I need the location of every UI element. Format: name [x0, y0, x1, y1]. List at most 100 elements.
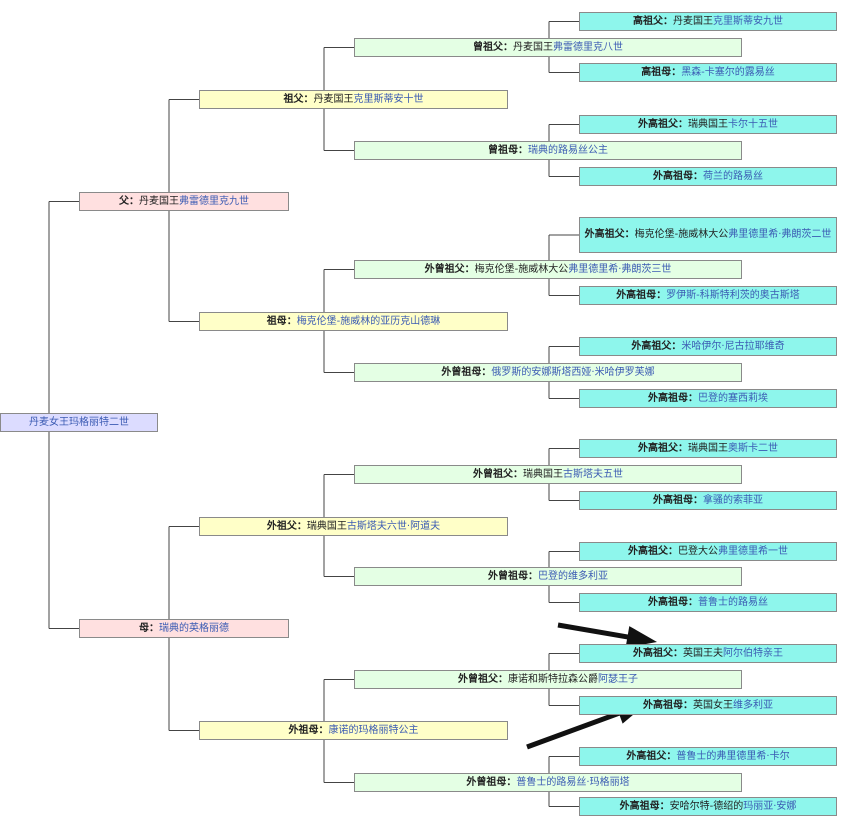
- person-name-link[interactable]: 阿尔伯特亲王: [723, 647, 783, 659]
- ancestor-box-g4-0: 高祖父：丹麦国王克里斯蒂安九世: [579, 12, 837, 31]
- person-title: 梅克伦堡-施威林大公: [474, 263, 569, 275]
- person-name-link[interactable]: 瑞典的英格丽德: [159, 622, 229, 634]
- person-text: 曾祖母：瑞典的路易丝公主: [488, 144, 608, 158]
- person-name-link[interactable]: 维多利亚: [733, 699, 773, 711]
- person-name-link[interactable]: 普鲁士的路易丝: [698, 596, 768, 608]
- person-title: 英国女王: [693, 699, 733, 711]
- relation-label: 高祖母: [641, 66, 672, 78]
- person-name-link[interactable]: 巴登的塞西莉埃: [698, 392, 768, 404]
- person-name-link[interactable]: 克里斯蒂安十世: [353, 93, 424, 105]
- relation-label: 外高祖父: [638, 118, 678, 130]
- label-separator: ：: [518, 144, 528, 156]
- ancestor-box-g2-1: 祖母：梅克伦堡-施威林的亚历克山德琳: [199, 312, 508, 331]
- label-separator: ：: [528, 570, 538, 582]
- relation-label: 外曾祖父: [473, 468, 513, 480]
- label-separator: ：: [503, 41, 513, 53]
- ancestor-box-g3-4: 外曾祖父：瑞典国王古斯塔夫五世: [354, 465, 742, 484]
- person-text: 外祖母：康诺的玛格丽特公主: [289, 724, 419, 738]
- person-title: 梅克伦堡-施威林大公: [634, 229, 729, 240]
- person-name-link[interactable]: 巴登的维多利亚: [538, 570, 608, 582]
- person-title: 丹麦国王: [313, 93, 354, 105]
- label-separator: ：: [683, 699, 693, 711]
- person-name-link[interactable]: 奥斯卡二世: [728, 442, 778, 454]
- person-title: 瑞典国王: [688, 442, 728, 454]
- label-separator: ：: [296, 520, 307, 532]
- person-name-link[interactable]: 荷兰的路易丝: [703, 170, 763, 182]
- person-name-link[interactable]: 罗伊斯-科斯特利茨的奥古斯塔: [666, 289, 800, 301]
- person-text: 外高祖母：普鲁士的路易丝: [648, 596, 768, 610]
- ancestor-box-g1-1: 母：瑞典的英格丽德: [79, 619, 289, 638]
- relation-label: 外曾祖父: [458, 673, 498, 685]
- relation-label: 外高祖父: [633, 647, 673, 659]
- person-title: 丹麦国王: [139, 195, 179, 207]
- relation-label: 祖母: [266, 315, 287, 327]
- label-separator: ：: [513, 468, 523, 480]
- label-separator: ：: [506, 776, 517, 788]
- person-name-link[interactable]: 古斯塔夫六世·阿道夫: [346, 520, 441, 532]
- label-separator: ：: [671, 340, 682, 352]
- person-name-link[interactable]: 弗里德里希一世: [718, 545, 788, 557]
- relation-label: 外曾祖母: [441, 366, 482, 378]
- person-text: 外曾祖父：梅克伦堡-施威林大公弗里德里希·弗朗茨三世: [425, 263, 672, 277]
- ancestor-box-g4-1: 高祖母：黑森-卡塞尔的露易丝: [579, 63, 837, 82]
- person-text: 外高祖母：荷兰的路易丝: [653, 170, 763, 184]
- relation-label: 外高祖父: [584, 229, 625, 240]
- person-text: 外高祖母：英国女王维多利亚: [643, 699, 773, 713]
- person-text: 外高祖父：米哈伊尔·尼古拉耶维奇: [631, 340, 784, 354]
- person-name-link[interactable]: 普鲁士的弗里德里希·卡尔: [676, 750, 790, 762]
- person-name-link[interactable]: 普鲁士的路易丝·玛格丽塔: [516, 776, 630, 788]
- person-name-link[interactable]: 梅克伦堡-施威林的亚历克山德琳: [296, 315, 441, 327]
- label-separator: ：: [693, 170, 703, 182]
- person-name-link[interactable]: 玛丽亚·安娜: [743, 800, 797, 812]
- person-name-link[interactable]: 弗里德里希·弗朗茨二世: [728, 229, 832, 240]
- person-text: 母：瑞典的英格丽德: [139, 622, 229, 636]
- relation-label: 曾祖父: [473, 41, 503, 53]
- person-text: 外祖父：瑞典国王古斯塔夫六世·阿道夫: [267, 520, 440, 534]
- ancestor-box-g1-0: 父：丹麦国王弗雷德里克九世: [79, 192, 289, 211]
- person-name-link[interactable]: 卡尔十五世: [728, 118, 778, 130]
- person-text: 外高祖母：罗伊斯-科斯特利茨的奥古斯塔: [616, 289, 800, 303]
- relation-label: 外曾祖父: [424, 263, 465, 275]
- relation-label: 外高祖母: [653, 170, 693, 182]
- label-separator: ：: [663, 15, 673, 27]
- person-text: 高祖父：丹麦国王克里斯蒂安九世: [633, 15, 783, 29]
- relation-label: 父: [119, 195, 129, 207]
- person-name-link[interactable]: 弗雷德里克九世: [179, 195, 249, 207]
- person-name-link[interactable]: 古斯塔夫五世: [563, 468, 623, 480]
- person-name-link[interactable]: 阿瑟王子: [598, 673, 638, 685]
- person-name-link[interactable]: 弗里德里希·弗朗茨三世: [568, 263, 672, 275]
- person-name-link[interactable]: 米哈伊尔·尼古拉耶维奇: [681, 340, 785, 352]
- person-text: 丹麦女王玛格丽特二世: [29, 416, 129, 430]
- person-title: 丹麦国王: [513, 41, 553, 53]
- person-text: 外高祖母：安哈尔特-德绍的玛丽亚·安娜: [620, 800, 797, 814]
- person-text: 父：丹麦国王弗雷德里克九世: [119, 195, 249, 209]
- person-text: 外高祖父：梅克伦堡-施威林大公弗里德里希·弗朗茨二世: [585, 228, 832, 242]
- person-name-link[interactable]: 拿骚的索菲亚: [703, 494, 763, 506]
- person-name-link[interactable]: 弗雷德里克八世: [553, 41, 623, 53]
- label-separator: ：: [678, 118, 688, 130]
- ancestor-box-g4-15: 外高祖母：安哈尔特-德绍的玛丽亚·安娜: [579, 797, 837, 816]
- person-name-link[interactable]: 黑森-卡塞尔的露易丝: [681, 66, 775, 78]
- person-text: 外曾祖父：瑞典国王古斯塔夫五世: [473, 468, 623, 482]
- label-separator: ：: [149, 622, 159, 634]
- person-title: 瑞典国王: [306, 520, 347, 532]
- person-text: 高祖母：黑森-卡塞尔的露易丝: [641, 66, 775, 80]
- person-title: 丹麦国王: [673, 15, 713, 27]
- label-separator: ：: [464, 263, 475, 275]
- person-name-link[interactable]: 克里斯蒂安九世: [713, 15, 783, 27]
- ancestor-box-g4-8: 外高祖父：瑞典国王奥斯卡二世: [579, 439, 837, 458]
- relation-label: 高祖父: [633, 15, 663, 27]
- relation-label: 母: [139, 622, 149, 634]
- person-name-link[interactable]: 瑞典的路易丝公主: [528, 144, 608, 156]
- person-name-link[interactable]: 俄罗斯的安娜斯塔西娅·米哈伊罗芙娜: [491, 366, 655, 378]
- person-text: 外高祖父：英国王夫阿尔伯特亲王: [633, 647, 783, 661]
- person-text: 外高祖母：巴登的塞西莉埃: [648, 392, 768, 406]
- label-separator: ：: [668, 545, 678, 557]
- person-text: 外曾祖母：巴登的维多利亚: [488, 570, 608, 584]
- person-title: 巴登大公: [678, 545, 718, 557]
- label-separator: ：: [286, 315, 297, 327]
- person-name-link[interactable]: 丹麦女王玛格丽特二世: [29, 416, 129, 428]
- person-title: 安哈尔特-德绍的: [669, 800, 744, 812]
- person-name-link[interactable]: 康诺的玛格丽特公主: [328, 724, 419, 736]
